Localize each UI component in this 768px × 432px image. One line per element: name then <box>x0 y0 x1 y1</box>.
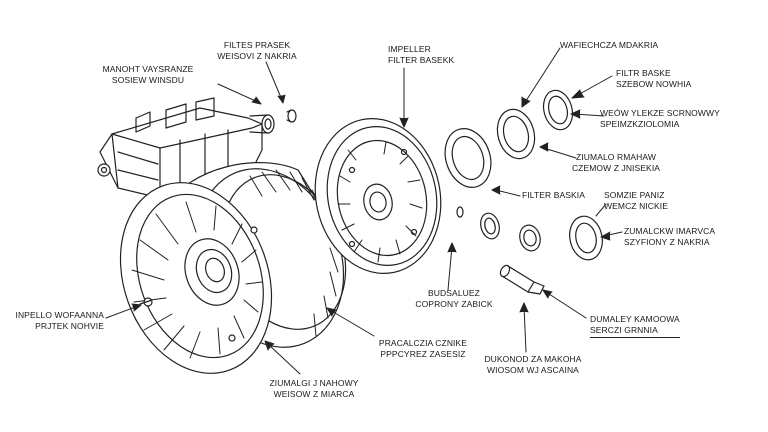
small-fittings-top <box>286 109 297 123</box>
label-filter-baskia: FILTER BASKIA <box>522 190 586 200</box>
leader-lines <box>105 47 623 375</box>
small-screw <box>456 206 464 218</box>
o-ring-right <box>519 224 541 252</box>
small-pin <box>139 299 153 305</box>
motor-housing <box>97 97 347 374</box>
label-wafiechcza: WAFIECHCZA MDAKRIA <box>560 40 659 50</box>
seal-ring-medium <box>496 108 536 160</box>
seal-ring-side <box>569 215 603 261</box>
o-ring-left <box>480 212 500 240</box>
seal-ring-small-top <box>542 89 574 131</box>
seal-ring-large <box>444 128 492 188</box>
shaft-pin <box>499 264 545 295</box>
impeller-disc <box>314 118 442 274</box>
